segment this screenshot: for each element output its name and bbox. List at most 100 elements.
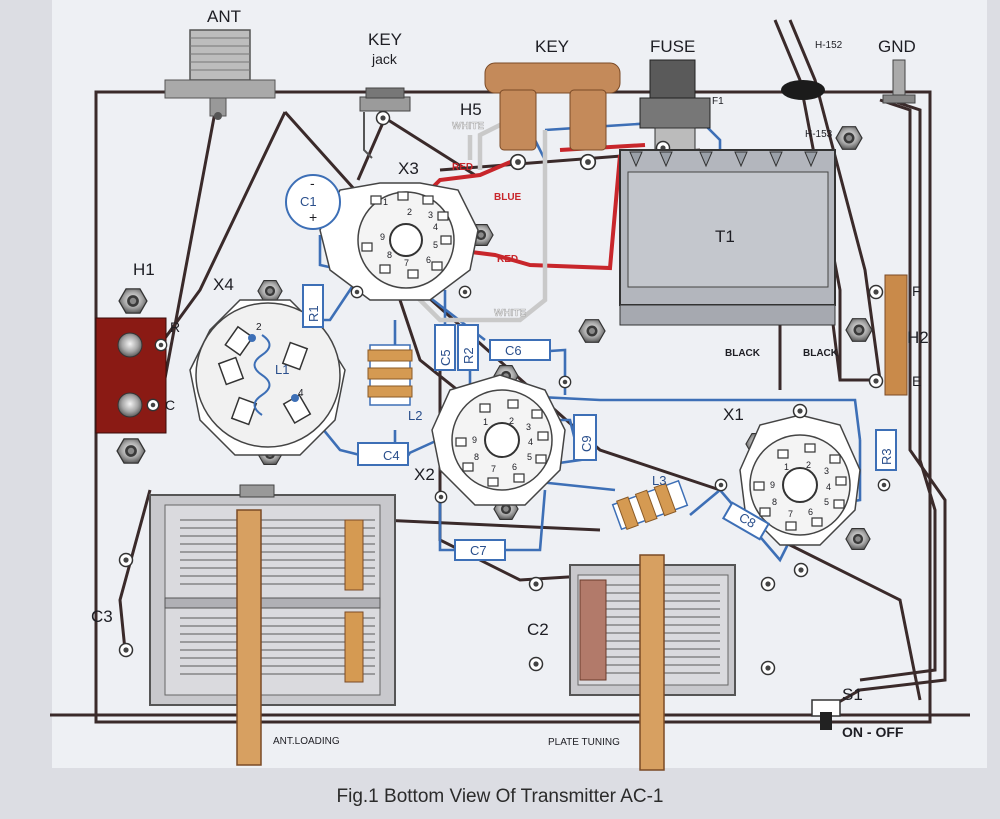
h2-terminal-strip (868, 274, 908, 396)
svg-text:4: 4 (433, 222, 438, 232)
svg-text:9: 9 (380, 232, 385, 242)
label-h153: H-153 (805, 129, 833, 140)
label-fuse: FUSE (650, 37, 695, 56)
key-jack (359, 87, 411, 159)
svg-text:1: 1 (483, 417, 488, 427)
wire-label-black-right: BLACK (803, 348, 839, 359)
crystal-socket-x4 (189, 299, 346, 456)
wire-label-white-mid: WHITE (494, 308, 527, 319)
power-switch-s1 (811, 699, 841, 730)
label-plate-tuning: PLATE TUNING (548, 737, 620, 748)
svg-text:2: 2 (509, 416, 514, 426)
label-t1: T1 (715, 227, 735, 246)
label-r1: R1 (306, 305, 321, 322)
gnd-post (882, 59, 916, 104)
label-ant: ANT (207, 7, 241, 26)
h1-terminal-strip (95, 317, 168, 434)
svg-text:9: 9 (770, 480, 775, 490)
svg-text:6: 6 (512, 462, 517, 472)
x3-pin-numbers: 12 34 56 78 9 (380, 197, 438, 268)
svg-text:5: 5 (527, 452, 532, 462)
capacitor-c8 (721, 501, 771, 541)
variable-capacitor-c3 (118, 484, 396, 706)
plate-tuning-shaft (639, 554, 665, 771)
key-terminals (484, 62, 621, 171)
capacitor-c9 (573, 414, 597, 461)
svg-text:2: 2 (806, 460, 811, 470)
wire-label-red-top: RED (452, 162, 473, 173)
svg-text:6: 6 (426, 255, 431, 265)
svg-text:9: 9 (472, 435, 477, 445)
label-x2: X2 (414, 465, 435, 484)
svg-text:1: 1 (383, 197, 388, 207)
label-c9: C9 (579, 435, 594, 452)
label-x1: X1 (723, 405, 744, 424)
tube-socket-x1 (714, 403, 891, 578)
fuse-holder (639, 59, 711, 169)
label-s1: S1 (842, 685, 863, 704)
label-h1-r: R (170, 319, 180, 335)
label-h152: H-152 (815, 40, 843, 51)
inductor-l2 (367, 344, 413, 406)
svg-text:8: 8 (387, 250, 392, 260)
label-c8: C8 (737, 510, 759, 531)
label-c3: C3 (91, 607, 113, 626)
ant-loading-shaft (236, 509, 262, 766)
transformer-t1 (619, 149, 836, 326)
svg-text:7: 7 (788, 509, 793, 519)
label-h2-e: E (912, 373, 921, 389)
label-h1-c: C (165, 397, 175, 413)
label-r3: R3 (879, 448, 894, 465)
label-c4: C4 (383, 448, 400, 463)
svg-text:1: 1 (784, 462, 789, 472)
svg-text:7: 7 (491, 464, 496, 474)
capacitor-c1 (285, 174, 341, 230)
label-x3: X3 (398, 159, 419, 178)
ant-connector (164, 29, 276, 120)
label-h2: H2 (907, 328, 929, 347)
tube-socket-x3 (319, 182, 479, 301)
resistor-r3 (875, 429, 897, 471)
label-h5: H5 (460, 100, 482, 119)
svg-text:3: 3 (428, 210, 433, 220)
label-key-jack-1: KEY (368, 30, 402, 49)
label-c1-minus: - (310, 175, 315, 191)
label-l3: L3 (652, 473, 666, 488)
capacitor-c5 (434, 324, 456, 371)
svg-text:4: 4 (528, 437, 533, 447)
label-c5: C5 (438, 349, 453, 366)
svg-text:6: 6 (808, 507, 813, 517)
resistor-r1 (302, 284, 324, 328)
label-c2: C2 (527, 620, 549, 639)
figure-caption: Fig.1 Bottom View Of Transmitter AC-1 (336, 786, 664, 807)
svg-text:7: 7 (404, 258, 409, 268)
label-ant-loading: ANT.LOADING (273, 736, 340, 747)
grommet-h152 (781, 80, 825, 100)
label-h1: H1 (133, 260, 155, 279)
label-h2-f: F (912, 283, 921, 299)
label-r2: R2 (461, 347, 476, 364)
label-c1-plus: + (309, 209, 317, 225)
label-c7: C7 (470, 543, 487, 558)
label-f1: F1 (712, 96, 724, 107)
wire-label-red-mid: RED (497, 254, 518, 265)
label-l2: L2 (408, 408, 422, 423)
svg-text:5: 5 (824, 497, 829, 507)
wire-label-white-top: WHITE (452, 121, 485, 132)
label-l1-pin2: 2 (256, 322, 262, 333)
resistor-r2 (457, 324, 479, 371)
svg-text:8: 8 (474, 452, 479, 462)
label-x4: X4 (213, 275, 234, 294)
wire-label-blue: BLUE (494, 192, 522, 203)
label-c1: C1 (300, 194, 317, 209)
capacitor-c4 (357, 442, 409, 466)
svg-text:3: 3 (824, 466, 829, 476)
label-on-off: ON - OFF (842, 724, 904, 740)
label-key-jack-2: jack (371, 51, 398, 67)
wire-color-labels: WHITE RED BLUE RED WHITE BLACK BLACK (452, 121, 839, 359)
inductor-l3 (611, 479, 689, 531)
